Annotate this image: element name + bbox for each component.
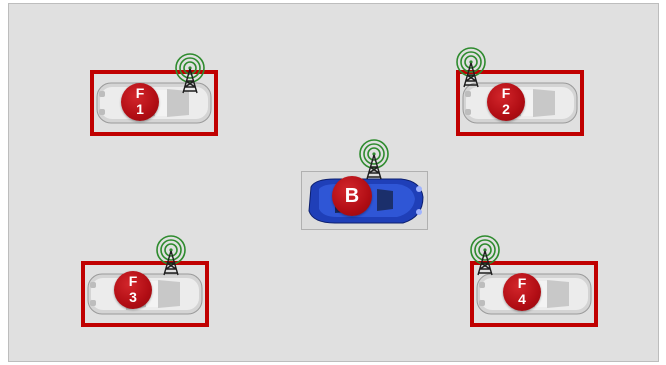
follower-2-frame xyxy=(456,70,584,136)
follower-2-badge: F 2 xyxy=(487,83,525,121)
follower-2-number: 2 xyxy=(502,101,510,117)
leader-vehicle: B xyxy=(301,139,428,231)
diagram-canvas: F 1 F 2 xyxy=(8,3,659,362)
follower-4-badge: F 4 xyxy=(503,273,541,311)
follower-vehicle-3: F 3 xyxy=(81,235,211,328)
signal-tower-icon xyxy=(175,53,205,94)
leader-badge: B xyxy=(332,176,372,216)
follower-4-frame xyxy=(470,261,598,327)
follower-vehicle-1: F 1 xyxy=(90,53,220,137)
follower-3-frame xyxy=(81,261,209,327)
follower-3-number: 3 xyxy=(129,289,137,305)
signal-tower-icon xyxy=(470,235,500,276)
follower-3-letter: F xyxy=(128,273,138,289)
follower-4-number: 4 xyxy=(518,291,526,307)
follower-1-frame xyxy=(90,70,218,136)
follower-1-number: 1 xyxy=(136,101,144,117)
follower-3-badge: F 3 xyxy=(114,271,152,309)
follower-1-letter: F xyxy=(135,85,145,101)
signal-tower-icon xyxy=(156,235,186,276)
signal-tower-icon xyxy=(359,139,389,180)
follower-4-letter: F xyxy=(517,275,527,291)
leader-letter: B xyxy=(344,185,360,207)
follower-vehicle-2: F 2 xyxy=(456,47,586,137)
follower-1-badge: F 1 xyxy=(121,83,159,121)
follower-2-letter: F xyxy=(501,85,511,101)
signal-tower-icon xyxy=(456,47,486,88)
follower-vehicle-4: F 4 xyxy=(470,235,600,328)
